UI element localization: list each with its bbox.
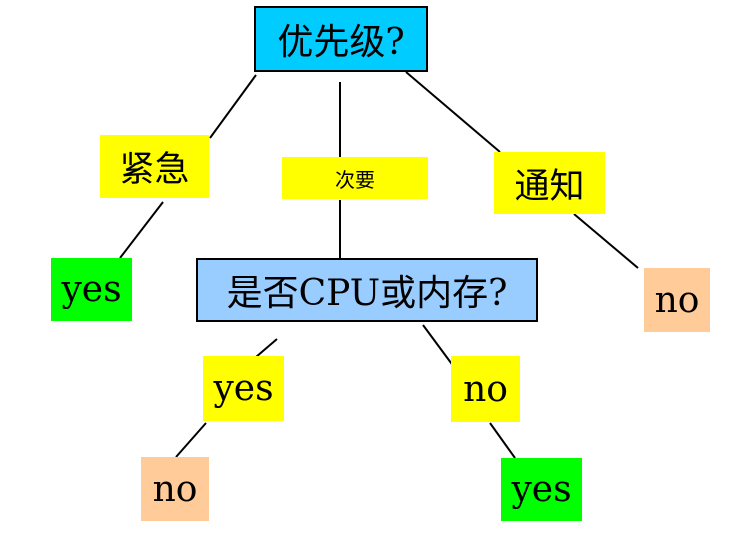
urgent-yes-leaf: yes <box>51 258 132 321</box>
root-question-text: 优先级? <box>277 22 405 63</box>
branch-secondary-text: 次要 <box>335 167 375 192</box>
no-branch-yes-leaf: yes <box>501 458 582 521</box>
yes-branch-no-leaf: no <box>141 457 209 521</box>
edge-root-notice <box>405 71 501 153</box>
yes-branch-no-leaf-text: no <box>152 468 198 510</box>
cpu-memory-question-text: 是否CPU或内存? <box>226 273 508 314</box>
branch-urgent-text: 紧急 <box>119 150 190 190</box>
edge-urgent-yes <box>119 201 164 259</box>
branch-no-label: no <box>451 356 520 422</box>
notice-no-leaf: no <box>644 268 710 332</box>
branch-urgent-label: 紧急 <box>100 135 209 198</box>
branch-no-text: no <box>463 368 508 410</box>
no-branch-yes-leaf-text: yes <box>511 469 572 510</box>
branch-yes-label: yes <box>203 356 284 421</box>
branch-secondary-label: 次要 <box>282 157 428 199</box>
branch-notice-label: 通知 <box>494 152 605 214</box>
edge-root-urgent <box>209 74 257 139</box>
cpu-memory-question-node: 是否CPU或内存? <box>196 258 538 322</box>
notice-no-leaf-text: no <box>654 279 700 321</box>
edge-question-yes <box>255 338 278 358</box>
branch-notice-text: 通知 <box>514 166 585 207</box>
branch-yes-text: yes <box>213 368 274 409</box>
edge-yes-no <box>175 422 207 458</box>
edge-no-yes <box>489 422 516 459</box>
urgent-yes-leaf-text: yes <box>61 269 122 310</box>
edge-question-no <box>422 324 455 368</box>
root-question-node: 优先级? <box>254 6 428 72</box>
edge-notice-no <box>573 213 639 269</box>
